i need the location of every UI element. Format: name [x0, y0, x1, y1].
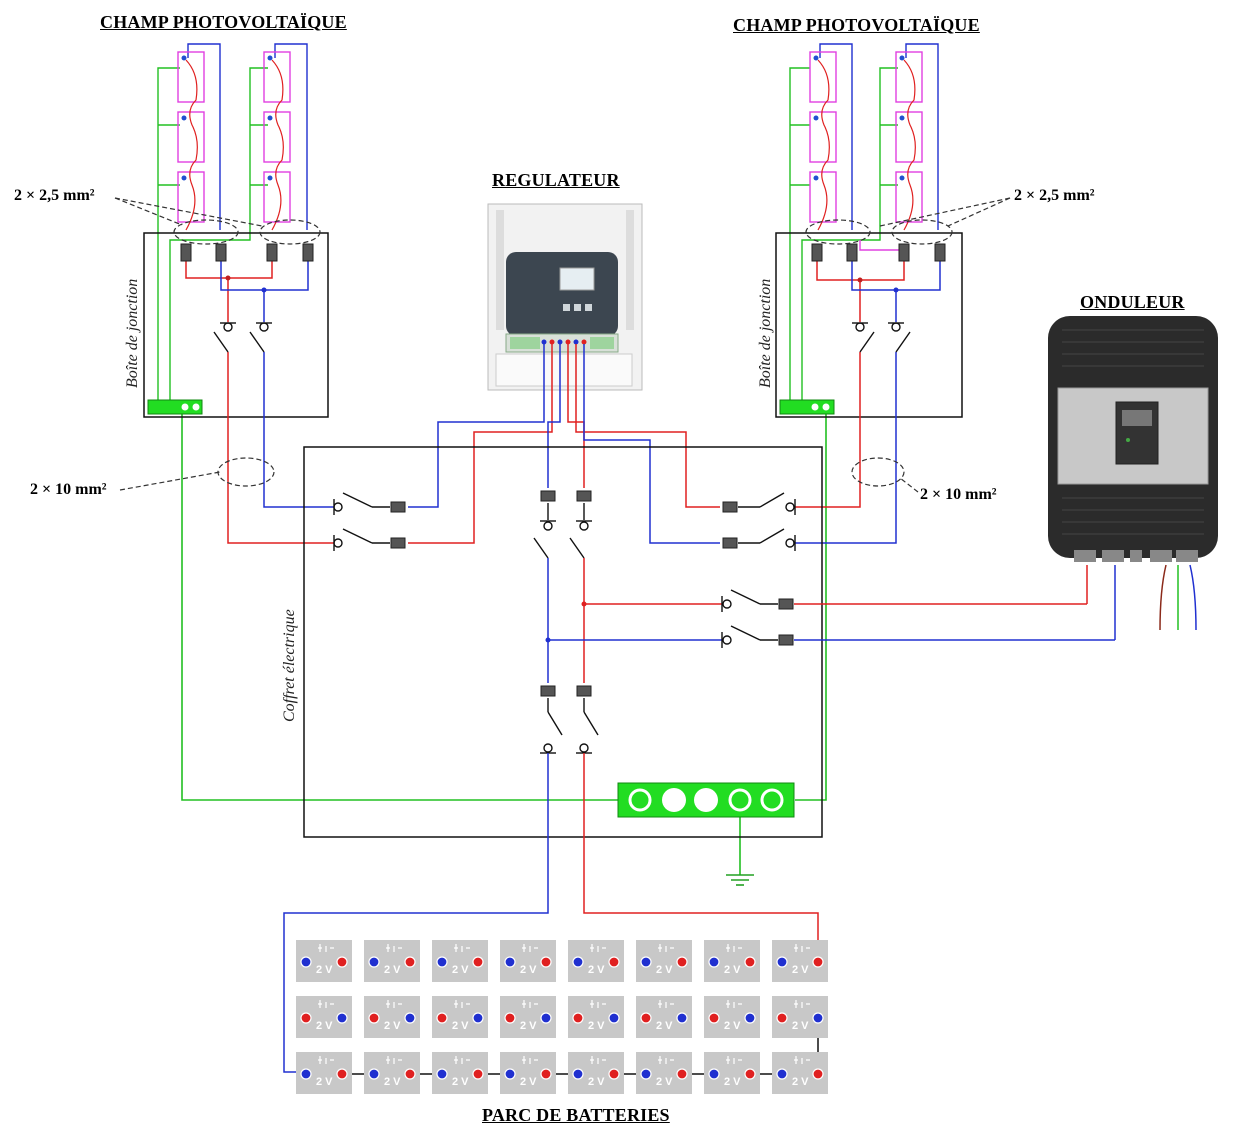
- battery-cell: 2 V: [296, 1052, 352, 1094]
- battery-cell-label: 2 V: [724, 1020, 741, 1032]
- pv-field-right: [789, 43, 939, 405]
- junction-box-left: [114, 197, 334, 544]
- battery-cell-label: 2 V: [316, 1076, 333, 1088]
- regulator-device: [487, 203, 643, 391]
- inverter-device: [1048, 316, 1218, 631]
- pv-field-left-title: CHAMP PHOTOVOLTAÏQUE: [100, 12, 347, 32]
- battery-cell-label: 2 V: [656, 1076, 673, 1088]
- battery-cell: 2 V: [296, 940, 352, 982]
- regulator-wiring: [408, 344, 720, 544]
- junction-box-right-label: Boîte de jonction: [757, 278, 774, 388]
- battery-cell: 2 V: [636, 940, 692, 982]
- battery-cell: 2 V: [296, 996, 352, 1038]
- cable-label-pv-right: 2 × 2,5 mm²: [1014, 187, 1095, 204]
- battery-cell: 2 V: [704, 1052, 760, 1094]
- battery-cell-label: 2 V: [520, 1076, 537, 1088]
- cable-label-main-left: 2 × 10 mm²: [30, 481, 107, 498]
- battery-cell-label: 2 V: [384, 1020, 401, 1032]
- battery-bank-title: PARC DE BATTERIES: [482, 1105, 670, 1125]
- electrical-cabinet: [303, 446, 1116, 838]
- battery-feed-wiring: [283, 753, 819, 1073]
- battery-cell-label: 2 V: [316, 964, 333, 976]
- battery-cell: 2 V: [432, 996, 488, 1038]
- battery-cell: 2 V: [568, 996, 624, 1038]
- cable-label-main-right: 2 × 10 mm²: [920, 486, 997, 503]
- battery-cell: 2 V: [704, 996, 760, 1038]
- battery-cell-label: 2 V: [384, 1076, 401, 1088]
- regulator-title: REGULATEUR: [492, 170, 620, 190]
- battery-cell: 2 V: [364, 996, 420, 1038]
- battery-cell-label: 2 V: [588, 1020, 605, 1032]
- battery-cell: 2 V: [364, 940, 420, 982]
- battery-cell-label: 2 V: [588, 1076, 605, 1088]
- battery-cell: 2 V: [772, 940, 828, 982]
- battery-cell-label: 2 V: [520, 964, 537, 976]
- battery-cell-label: 2 V: [724, 964, 741, 976]
- battery-cell: 2 V: [432, 1052, 488, 1094]
- battery-cell: 2 V: [772, 996, 828, 1038]
- battery-cell: 2 V: [568, 1052, 624, 1094]
- battery-cell-label: 2 V: [384, 964, 401, 976]
- battery-cell-label: 2 V: [792, 1020, 809, 1032]
- battery-cell: 2 V: [772, 1052, 828, 1094]
- battery-cell-label: 2 V: [656, 964, 673, 976]
- battery-bank: 2 V 2 V 2 V 2 V 2 V 2 V 2 V 2 V 2 V 2 V 2 V 2 V 2 V 2…: [296, 940, 828, 1094]
- battery-cell-label: 2 V: [656, 1020, 673, 1032]
- battery-cell-label: 2 V: [588, 964, 605, 976]
- electrical-cabinet-label: Coffret électrique: [281, 609, 298, 722]
- battery-cell-label: 2 V: [520, 1020, 537, 1032]
- ground-symbol: [726, 874, 754, 886]
- junction-box-right: [775, 197, 1011, 544]
- battery-cell-label: 2 V: [792, 964, 809, 976]
- junction-box-left-label: Boîte de jonction: [124, 278, 141, 388]
- battery-cell: 2 V: [432, 940, 488, 982]
- cable-label-pv-left: 2 × 2,5 mm²: [14, 187, 95, 204]
- battery-cell: 2 V: [500, 1052, 556, 1094]
- battery-cell-label: 2 V: [452, 1076, 469, 1088]
- battery-cell: 2 V: [636, 1052, 692, 1094]
- pv-field-right-title: CHAMP PHOTOVOLTAÏQUE: [733, 15, 980, 35]
- battery-cell-label: 2 V: [724, 1076, 741, 1088]
- battery-cell-label: 2 V: [316, 1020, 333, 1032]
- battery-cell: 2 V: [500, 940, 556, 982]
- battery-cell: 2 V: [500, 996, 556, 1038]
- pv-field-left: [157, 43, 308, 405]
- inverter-title: ONDULEUR: [1080, 292, 1185, 312]
- battery-cell-label: 2 V: [792, 1076, 809, 1088]
- battery-cell: 2 V: [636, 996, 692, 1038]
- battery-cell-label: 2 V: [452, 964, 469, 976]
- battery-cell: 2 V: [364, 1052, 420, 1094]
- battery-cell-label: 2 V: [452, 1020, 469, 1032]
- battery-cell: 2 V: [568, 940, 624, 982]
- battery-cell: 2 V: [704, 940, 760, 982]
